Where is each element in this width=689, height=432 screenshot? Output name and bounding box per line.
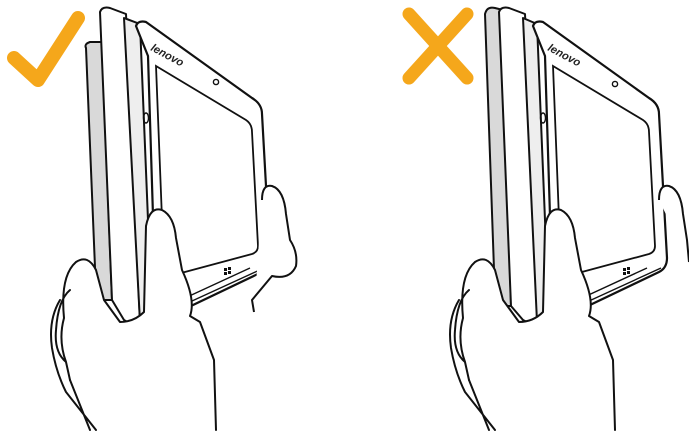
incorrect-grip-illustration: lenovo [345, 0, 689, 432]
incorrect-grip-panel: lenovo [345, 0, 689, 432]
correct-grip-panel: lenovo [0, 0, 344, 432]
cross-mark-icon [409, 14, 467, 78]
correct-grip-illustration: lenovo [0, 0, 344, 432]
check-mark-icon [14, 18, 78, 80]
